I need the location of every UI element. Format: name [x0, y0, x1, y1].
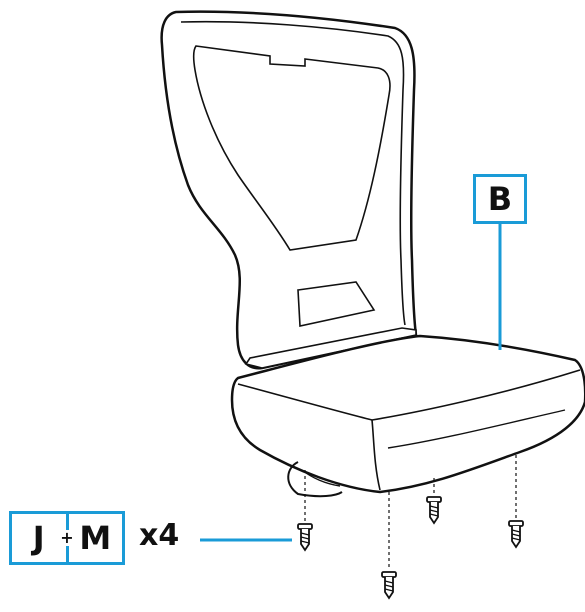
- part-label-jm: J + M: [9, 511, 125, 565]
- seat-top-edge: [237, 369, 581, 421]
- screw-icon: [297, 523, 313, 552]
- screw-icon: [381, 571, 397, 600]
- screw-icon: [426, 496, 442, 525]
- backrest-mesh-frame: [192, 45, 391, 251]
- backrest-inner: [180, 20, 406, 326]
- plus-icon: +: [60, 528, 74, 547]
- seat-side-seam: [371, 419, 381, 491]
- backrest-lumbar-cutout: [297, 281, 376, 327]
- part-letter-m: M: [79, 519, 112, 557]
- screw-icon: [508, 520, 524, 549]
- quantity-label: x4: [139, 518, 180, 553]
- seat-underside-plate: [287, 461, 343, 498]
- part-letter: B: [487, 180, 513, 218]
- part-label-b: B: [473, 174, 527, 224]
- seat-front-seam: [387, 409, 566, 449]
- part-divider: +: [60, 514, 74, 562]
- backrest-bracket: [244, 327, 417, 369]
- part-letter-j: J: [32, 519, 45, 557]
